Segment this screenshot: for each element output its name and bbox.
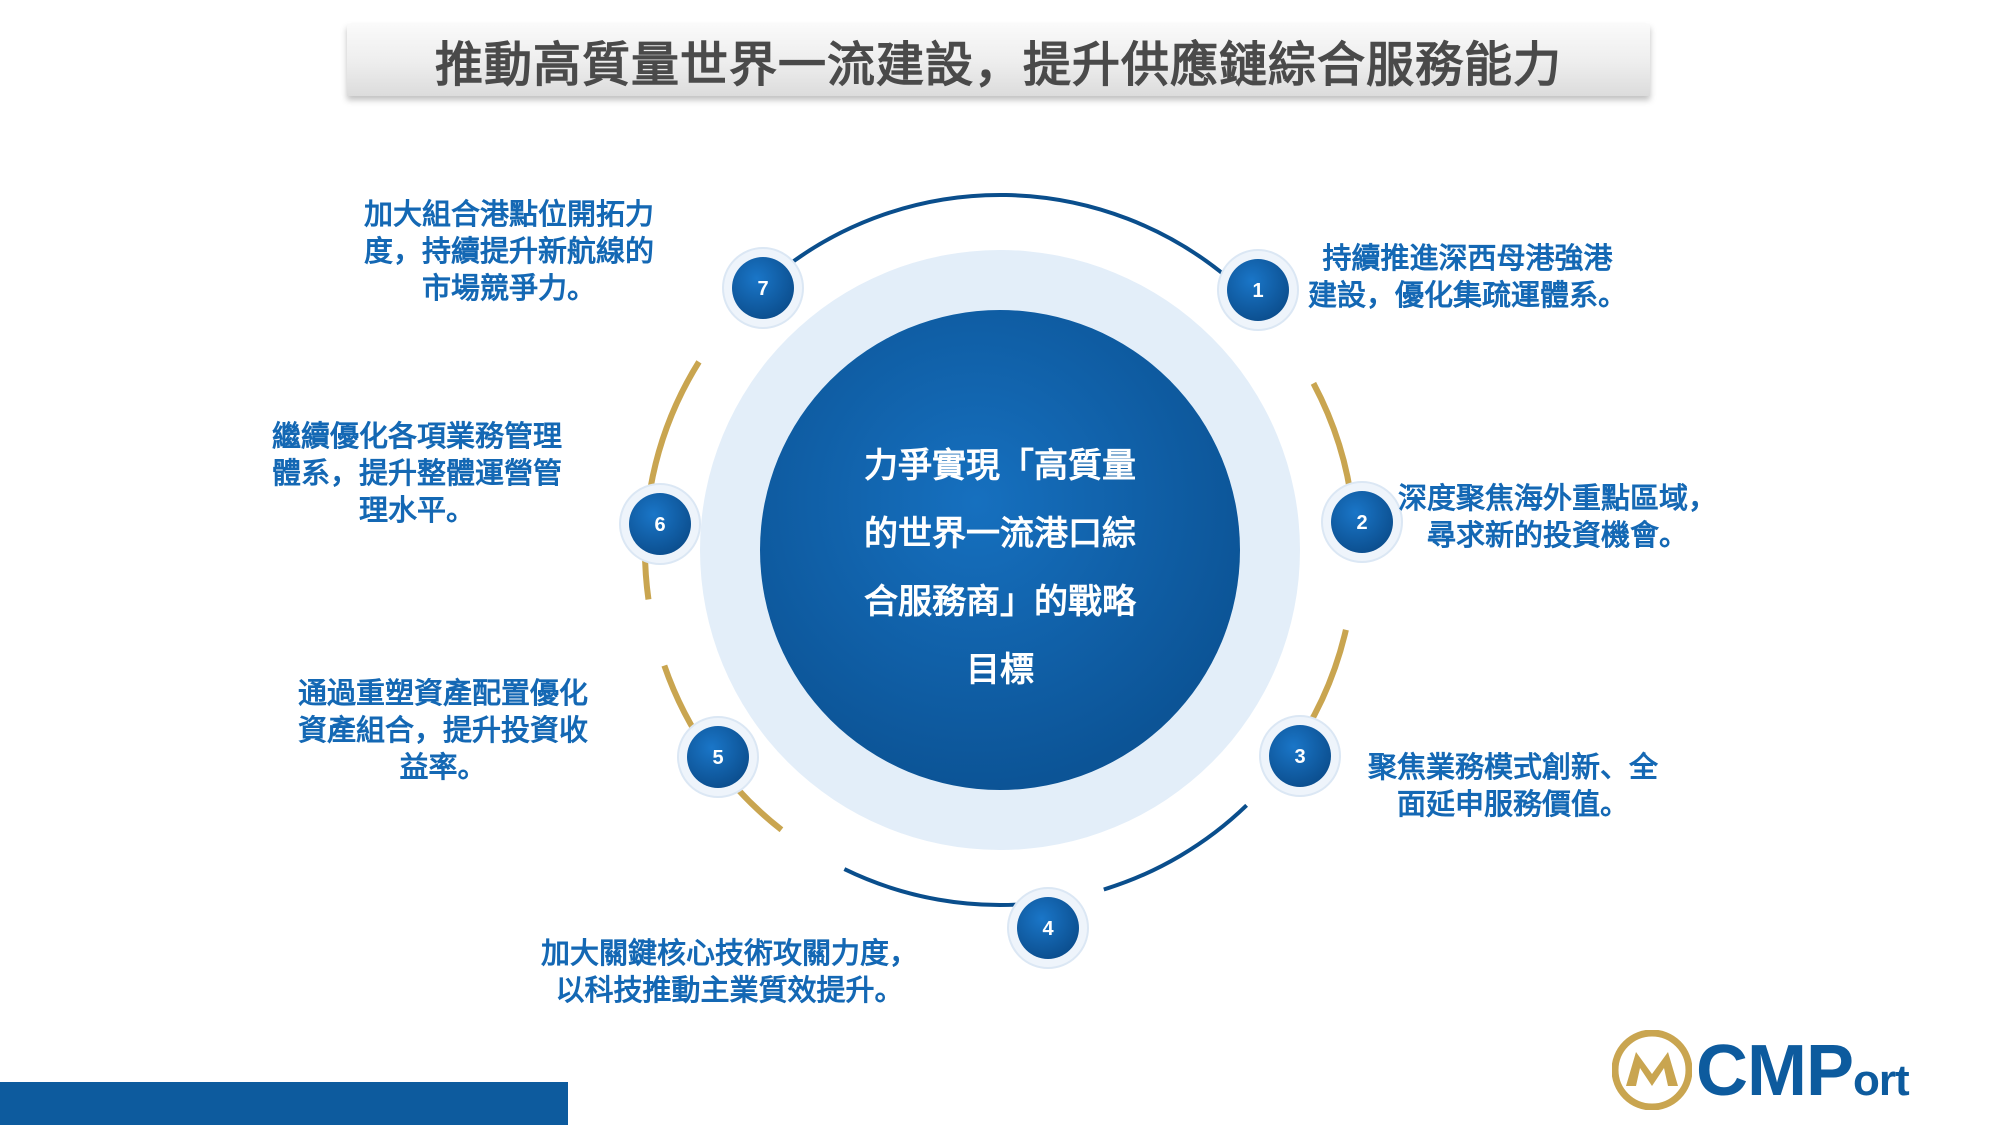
logo-wordmark: CMPort [1696,1031,1910,1111]
page-title: 推動高質量世界一流建設，提升供應鏈綜合服務能力 [434,37,1562,93]
node-number-7: 7 [757,278,768,300]
cmport-emblem-icon [1612,1030,1692,1110]
item-1-text: 持續推進深西母港強港 建設，優化集疏運體系。 [1308,241,1628,312]
item-3-text: 聚焦業務模式創新、全 面延申服務價值。 [1368,750,1659,821]
node-circle-5 [687,726,749,788]
node-circle-7 [732,257,794,319]
item-2-text: 深度聚焦海外重點區域， 尋求新的投資機會。 [1398,481,1718,552]
node-number-5: 5 [712,747,723,769]
node-number-4: 4 [1042,918,1054,940]
node-circle-6 [629,493,691,555]
ring-arc [1103,803,1248,892]
center-line: 的世界一流港口綜 [864,513,1136,554]
title-banner: 推動高質量世界一流建設，提升供應鏈綜合服務能力 [347,24,1650,96]
ring-arc [780,193,1230,280]
node-number-2: 2 [1356,512,1367,534]
item-5-text: 通過重塑資產配置優化 資產組合，提升投資收 益率。 [298,676,589,784]
numbered-nodes: 1 2 3 4 5 6 7 [619,247,1403,969]
item-7-text: 加大組合港點位開拓力 度，持續提升新航線的 市場競爭力。 [364,197,655,305]
bottom-accent-bar [0,1082,568,1125]
cmport-logo: CMPort [1612,1024,1972,1116]
node-number-6: 6 [654,514,665,536]
node-circle-4 [1017,897,1079,959]
center-line: 力爭實現「高質量 [864,445,1136,486]
ring-arc [843,867,1038,907]
node-circle-1 [1227,259,1289,321]
node-number-1: 1 [1252,280,1263,302]
ring-arc [642,360,702,600]
item-4-text: 加大關鍵核心技術攻關力度， 以科技推動主業質效提升。 [541,936,919,1007]
node-circle-3 [1269,725,1331,787]
center-goal-text: 力爭實現「高質量 的世界一流港口綜 合服務商」的戰略 目標 [835,430,1165,705]
node-circle-2 [1331,491,1393,553]
center-line: 合服務商」的戰略 [864,581,1136,622]
node-number-3: 3 [1294,746,1305,768]
item-6-text: 繼續優化各項業務管理 體系，提升整體運營管 理水平。 [272,419,563,527]
core-circle [760,310,1240,790]
center-line: 目標 [966,649,1034,690]
